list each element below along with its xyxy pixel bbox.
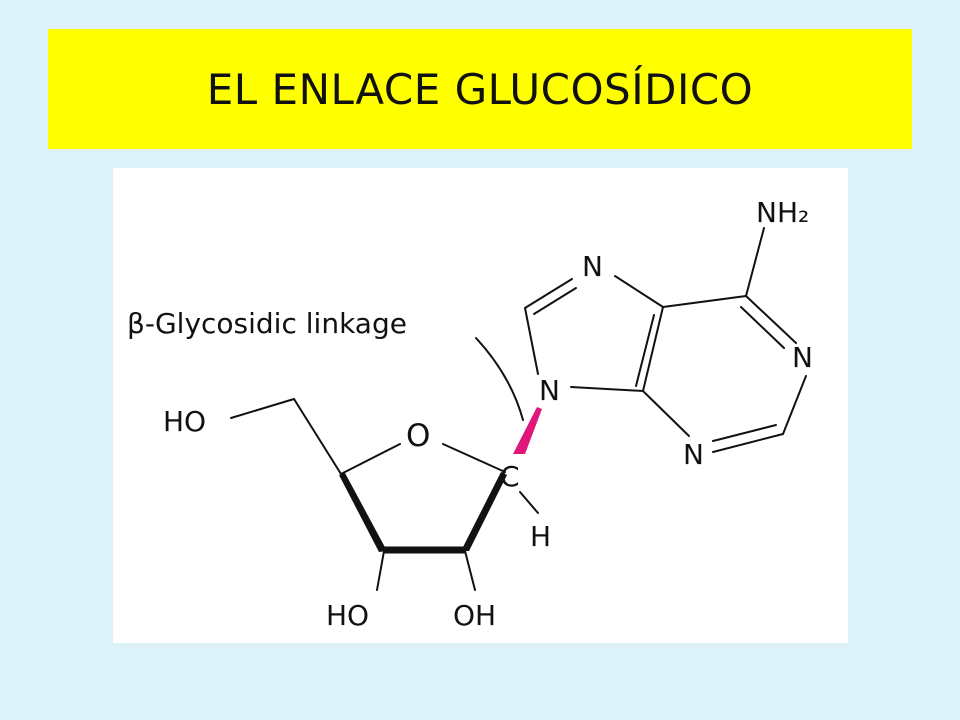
bond-c3-ho — [376, 550, 385, 591]
nh2-label: NH₂ — [756, 196, 809, 229]
bond-c6-n1-double — [740, 306, 785, 349]
bond-c8-n7 — [524, 278, 573, 309]
bond-c1-h — [519, 491, 539, 514]
ho-primary-label: HO — [163, 405, 206, 438]
linkage-label: β-Glycosidic linkage — [127, 307, 407, 340]
bond-n1-c2 — [782, 375, 807, 435]
bond-c5-c6 — [662, 295, 747, 308]
n9-label: N — [539, 374, 560, 407]
molecule-figure: β-Glycosidic linkage NH₂ N N N N O C H H… — [113, 168, 848, 643]
n1-label: N — [792, 341, 813, 374]
bond-c6-nh2 — [745, 227, 765, 297]
glycosidic-bond — [513, 407, 542, 454]
bond-n9-c8 — [524, 307, 539, 375]
bond-n3-c4 — [642, 390, 690, 437]
bond-c6-n1 — [745, 295, 797, 344]
page-title: EL ENLACE GLUCOSÍDICO — [206, 64, 754, 114]
bond-c5-ho — [230, 398, 295, 419]
adenosine-structure-diagram: β-Glycosidic linkage NH₂ N N N N O C H H… — [127, 196, 813, 632]
bond-c2-c1-wedge — [461, 472, 507, 551]
anomeric-carbon-label: C — [500, 460, 520, 493]
bond-c4-o — [340, 443, 401, 475]
bond-n7-c5 — [614, 275, 664, 308]
n3-label: N — [683, 438, 704, 471]
bond-c2-n3-double — [712, 424, 777, 442]
bond-c8-n7-double — [533, 287, 577, 315]
bond-c4-c3-wedge — [339, 473, 387, 552]
bond-c5-c4 — [642, 306, 664, 392]
ho-c3-label: HO — [326, 599, 369, 632]
linkage-pointer-arc — [475, 337, 524, 421]
bond-c4-c5 — [293, 398, 342, 475]
bond-c5-c4-double — [635, 314, 655, 387]
hydrogen-label: H — [530, 520, 551, 553]
bond-c2-oh — [464, 550, 476, 591]
title-banner: EL ENLACE GLUCOSÍDICO — [48, 29, 912, 149]
oh-c2-label: OH — [453, 599, 496, 632]
bond-c4-n9 — [570, 386, 644, 392]
n7-label: N — [582, 250, 603, 283]
bond-c2-n3 — [712, 433, 784, 453]
ring-oxygen-label: O — [406, 418, 430, 454]
bond-o-c1 — [442, 443, 506, 473]
